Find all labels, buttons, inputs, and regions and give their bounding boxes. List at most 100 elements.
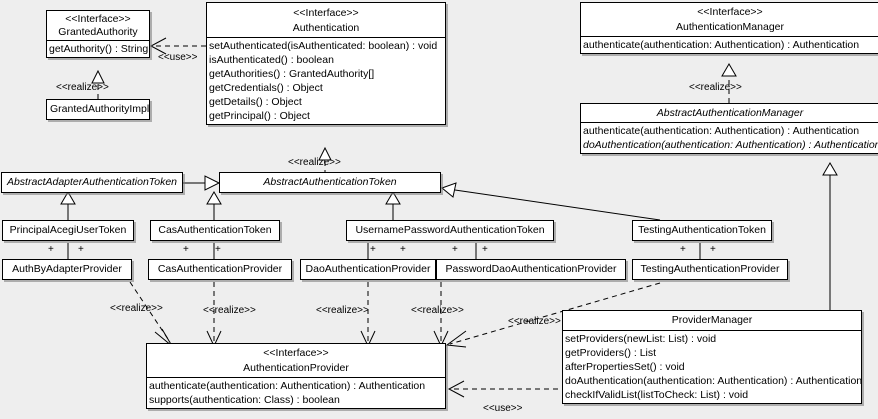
class-provider-manager[interactable]: ProviderManager setProviders(newList: Li… bbox=[562, 310, 862, 404]
class-username-password-authentication-token[interactable]: UsernamePasswordAuthenticationToken bbox=[346, 220, 554, 241]
arrowhead-gen-abstractmanager bbox=[822, 162, 838, 176]
class-name: ProviderManager bbox=[671, 314, 753, 326]
association-multiplicity: + bbox=[710, 244, 716, 255]
association-multiplicity: + bbox=[215, 244, 221, 255]
class-header: AuthByAdapterProvider bbox=[3, 260, 131, 279]
edge-label-realize-casprovider: <<realize>> bbox=[203, 305, 256, 316]
class-header: PrincipalAcegiUserToken bbox=[3, 221, 133, 240]
class-name: CasAuthenticationToken bbox=[158, 224, 272, 236]
class-header: CasAuthenticationProvider bbox=[149, 260, 291, 279]
class-stereotype: <<Interface>> bbox=[697, 6, 763, 18]
class-operations: getAuthority() : String bbox=[47, 41, 149, 57]
operation-abstract: doAuthentication(authentication: Authent… bbox=[583, 139, 878, 151]
operation: getCredentials() : Object bbox=[209, 82, 323, 94]
class-testing-authentication-token[interactable]: TestingAuthenticationToken bbox=[632, 220, 772, 241]
class-operations: authenticate(authentication: Authenticat… bbox=[581, 123, 878, 153]
class-authentication-manager[interactable]: <<Interface>> AuthenticationManager auth… bbox=[580, 2, 878, 54]
operation: getPrincipal() : Object bbox=[209, 110, 310, 122]
class-cas-authentication-provider[interactable]: CasAuthenticationProvider bbox=[148, 259, 292, 280]
class-operations: authenticate(authentication: Authenticat… bbox=[147, 378, 445, 408]
arrowhead-realize-grantedauthority bbox=[91, 69, 105, 84]
edge-label-realize-authbyadapter: <<realize>> bbox=[110, 303, 163, 314]
class-auth-by-adapter-provider[interactable]: AuthByAdapterProvider bbox=[2, 259, 132, 280]
class-header: AbstractAdapterAuthenticationToken bbox=[2, 173, 182, 192]
class-name: Authentication bbox=[292, 22, 360, 34]
association-multiplicity: + bbox=[183, 244, 189, 255]
class-header: <<Interface>> AuthenticationManager bbox=[581, 3, 878, 36]
class-header: CasAuthenticationToken bbox=[151, 221, 279, 240]
class-name: AbstractAuthenticationManager bbox=[656, 107, 804, 119]
class-granted-authority-impl[interactable]: GrantedAuthorityImpl bbox=[46, 99, 150, 120]
class-name: AuthenticationProvider bbox=[243, 362, 349, 374]
class-header: GrantedAuthorityImpl bbox=[47, 100, 149, 119]
class-name: TestingAuthenticationToken bbox=[638, 224, 766, 236]
class-header: ProviderManager bbox=[563, 311, 861, 330]
edge-label-realize-testingprovider: <<realize>> bbox=[508, 316, 561, 327]
class-stereotype: <<Interface>> bbox=[263, 347, 329, 359]
class-name: AbstractAuthenticationToken bbox=[263, 176, 397, 188]
class-name: CasAuthenticationProvider bbox=[157, 263, 283, 275]
class-authentication-provider[interactable]: <<Interface>> AuthenticationProvider aut… bbox=[146, 343, 446, 409]
class-name: DaoAuthenticationProvider bbox=[305, 263, 431, 275]
class-name: PrincipalAcegiUserToken bbox=[9, 224, 127, 236]
association-multiplicity: + bbox=[452, 244, 458, 255]
operation: getAuthorities() : GrantedAuthority[] bbox=[209, 68, 375, 80]
edge-label-realize-grantedauthorityimpl: <<realize>> bbox=[56, 82, 109, 93]
class-password-dao-authentication-provider[interactable]: PasswordDaoAuthenticationProvider bbox=[436, 259, 626, 280]
operation: setAuthenticated(isAuthenticated: boolea… bbox=[209, 40, 438, 52]
class-testing-authentication-provider[interactable]: TestingAuthenticationProvider bbox=[632, 259, 788, 280]
arrowhead-gen-adaptertoken bbox=[60, 191, 76, 205]
association-multiplicity: + bbox=[48, 244, 54, 255]
class-separator bbox=[581, 36, 878, 37]
class-cas-authentication-token[interactable]: CasAuthenticationToken bbox=[150, 220, 280, 241]
class-name: GrantedAuthorityImpl bbox=[50, 103, 150, 115]
class-header: UsernamePasswordAuthenticationToken bbox=[347, 221, 553, 240]
class-operations: setAuthenticated(isAuthenticated: boolea… bbox=[207, 38, 445, 124]
class-dao-authentication-provider[interactable]: DaoAuthenticationProvider bbox=[300, 259, 436, 280]
class-name: AbstractAdapterAuthenticationToken bbox=[6, 176, 178, 188]
operation: authenticate(authentication: Authenticat… bbox=[149, 380, 426, 392]
class-name: PasswordDaoAuthenticationProvider bbox=[445, 263, 617, 275]
operation: doAuthentication(authentication: Authent… bbox=[565, 375, 862, 387]
arrowhead-realize-authentication bbox=[318, 146, 332, 161]
association-multiplicity: + bbox=[78, 244, 84, 255]
edge-realize-testingprovider bbox=[449, 282, 661, 345]
association-multiplicity: + bbox=[482, 244, 488, 255]
class-header: AbstractAuthenticationToken bbox=[220, 173, 440, 192]
arrowhead-realize-authprovider-5 bbox=[445, 330, 467, 348]
class-name: UsernamePasswordAuthenticationToken bbox=[355, 224, 545, 236]
arrowhead-gen-abstracttoken-left bbox=[204, 175, 221, 191]
class-separator bbox=[207, 37, 445, 38]
edge-label-realize-abstracttoken-authentication: <<realize>> bbox=[288, 157, 341, 168]
class-name: AuthenticationManager bbox=[676, 21, 784, 33]
arrowhead-use-authprovider bbox=[447, 380, 465, 398]
operation: getAuthority() : String bbox=[49, 43, 149, 55]
class-stereotype: <<Interface>> bbox=[293, 7, 359, 19]
arrowhead-gen-abstracttoken-userpass bbox=[385, 191, 401, 205]
operation: checkIfValidList(listToCheck: List) : vo… bbox=[565, 389, 749, 401]
class-abstract-authentication-manager[interactable]: AbstractAuthenticationManager authentica… bbox=[580, 103, 878, 154]
arrowhead-gen-abstracttoken-testing bbox=[440, 182, 457, 198]
class-abstract-adapter-authentication-token[interactable]: AbstractAdapterAuthenticationToken bbox=[1, 172, 183, 193]
class-separator bbox=[581, 122, 878, 123]
class-separator bbox=[563, 330, 861, 331]
class-separator bbox=[47, 40, 149, 41]
class-header: <<Interface>> AuthenticationProvider bbox=[147, 344, 445, 377]
class-authentication[interactable]: <<Interface>> Authentication setAuthenti… bbox=[206, 2, 446, 125]
operation: getProviders() : List bbox=[565, 347, 657, 359]
class-abstract-authentication-token[interactable]: AbstractAuthenticationToken bbox=[219, 172, 441, 193]
operation: authenticate(authentication: Authenticat… bbox=[583, 125, 860, 137]
class-header: <<Interface>> Authentication bbox=[207, 3, 445, 37]
class-principal-acegi-user-token[interactable]: PrincipalAcegiUserToken bbox=[2, 220, 134, 241]
edge-label-use-authentication-grantedauthority: <<use>> bbox=[158, 52, 198, 63]
edge-gen-testingtoken bbox=[454, 189, 661, 221]
operation: authenticate(authentication: Authenticat… bbox=[583, 39, 860, 51]
arrowhead-gen-abstracttoken-cas bbox=[206, 191, 222, 205]
class-name: GrantedAuthority bbox=[58, 26, 138, 38]
class-granted-authority[interactable]: <<Interface>> GrantedAuthority getAuthor… bbox=[46, 10, 150, 58]
class-separator bbox=[147, 377, 445, 378]
class-operations: setProviders(newList: List) : void getPr… bbox=[563, 331, 861, 403]
edge-label-realize-abstractmanager: <<realize>> bbox=[689, 82, 742, 93]
class-header: PasswordDaoAuthenticationProvider bbox=[437, 260, 625, 279]
